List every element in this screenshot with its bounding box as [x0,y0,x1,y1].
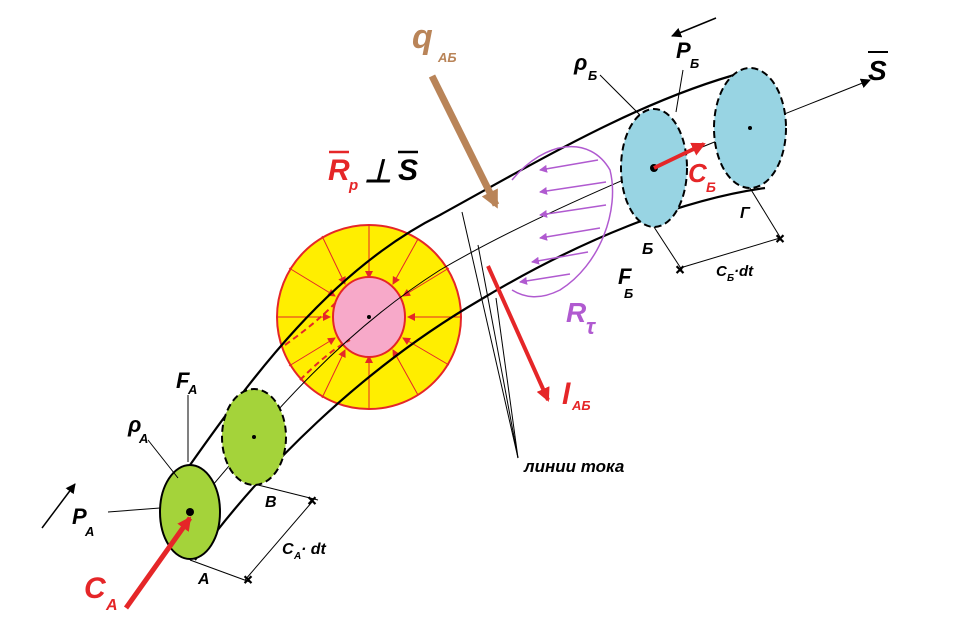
p-b-label: P [676,38,691,63]
rp-label: R [328,154,350,187]
stream-lines-label: линии тока [523,457,624,476]
cb-dt-label: C [716,263,728,280]
ca-dt-tail: · dt [301,541,327,558]
f-a-sub: A [187,382,197,397]
f-a-label: F [176,368,190,393]
q-force-arrow [428,74,500,209]
rp-sub: p [348,177,358,194]
svg-text:✕: ✕ [775,232,785,246]
b-letter-label: Б [642,241,653,258]
c-a-label: C [84,572,107,605]
ca-velocity-arrow [123,516,193,610]
p-a-sub: A [84,524,94,539]
svg-text:✕: ✕ [675,263,685,277]
shear-stress-profile [511,145,614,298]
dimension-ca-dt: ✕ ✕ [189,484,319,588]
p-b-sub: Б [690,56,699,71]
flow-direction-arrow-b [671,17,717,38]
rho-a-sub: A [138,431,148,446]
svg-text:✕: ✕ [307,494,317,508]
rho-b-sub: Б [588,68,597,83]
section-v [221,388,287,486]
rho-a-label: ρ [127,412,141,437]
dimension-cb-dt: ✕ ✕ [653,187,786,278]
svg-text:✕: ✕ [243,573,253,587]
v-letter-label: B [265,494,277,511]
l-direction-arrow [486,265,550,402]
cb-dt-sub: Б [727,273,734,284]
stream-lines-leaders [461,211,519,459]
a-letter-label: A [197,571,210,588]
perp-symbol: ⊥ [364,153,392,189]
cb-dt-tail: ·dt [734,263,754,280]
section-g [713,67,787,189]
l-label: l [562,378,571,411]
q-label: q [412,18,433,56]
gamma-label: Г [740,205,751,222]
r-tau-sub: τ [586,314,596,339]
c-a-sub: A [105,597,118,614]
s-overline-label: S [398,154,418,187]
ca-dt-label: C [282,541,294,558]
label-leaders [107,69,684,513]
c-b-label: C [688,158,708,188]
l-sub: АБ [571,398,591,413]
p-a-label: P [72,504,87,529]
c-b-sub: Б [706,179,716,195]
rho-b-label: ρ [573,50,587,75]
s-axis-label: S [868,55,887,86]
f-b-label: F [618,264,632,289]
r-tau-label: R [566,297,587,328]
flow-direction-arrow-a [41,483,76,529]
cb-velocity-arrow [653,142,706,170]
ca-dt-sub: A [293,551,301,562]
q-label-sub: АБ [437,50,457,65]
f-b-sub: Б [624,286,633,301]
